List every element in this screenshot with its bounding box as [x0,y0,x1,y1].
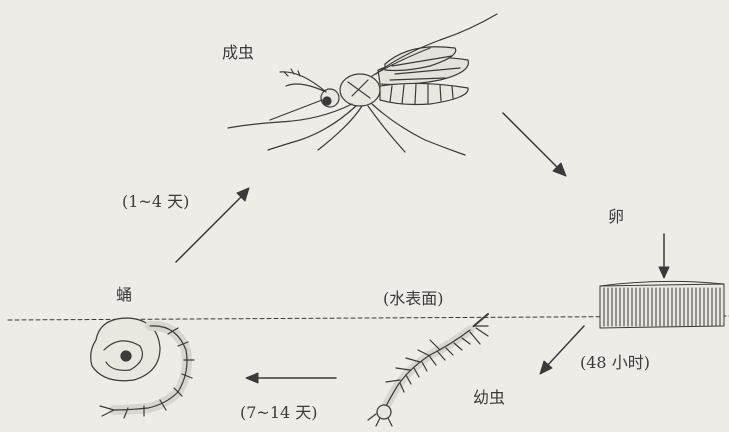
larva-illustration [368,314,488,426]
arrow-into-egg [659,234,669,278]
label-duration-larva-to-pupa: (7~14 天) [240,405,318,421]
label-egg: 卵 [608,209,624,225]
arrow-egg-to-larva [540,326,584,374]
label-duration-pupa-to-adult: (1~4 天) [122,194,189,210]
label-adult: 成虫 [222,45,254,61]
egg-raft-illustration [600,281,724,328]
arrow-larva-to-pupa [246,373,336,383]
label-water-surface: (水表面) [383,291,444,307]
label-pupa: 蛹 [116,287,132,303]
label-duration-egg-to-larva: (48 小时) [580,355,650,371]
adult-mosquito-illustration [228,14,497,155]
arrow-adult-to-egg [503,113,566,176]
pupa-illustration [91,318,194,418]
label-larva: 幼虫 [473,390,505,406]
